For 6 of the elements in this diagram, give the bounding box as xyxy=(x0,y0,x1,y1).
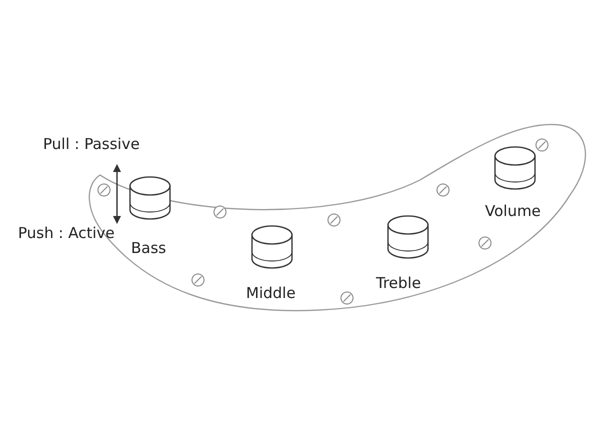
knob-label: Volume xyxy=(485,203,541,220)
mode-label: Push : Active xyxy=(18,225,115,242)
knob-label: Middle xyxy=(246,285,296,302)
knob-label: Bass xyxy=(131,240,166,256)
knob-label: Treble xyxy=(376,275,421,292)
mode-label: Pull : Passive xyxy=(43,136,140,152)
